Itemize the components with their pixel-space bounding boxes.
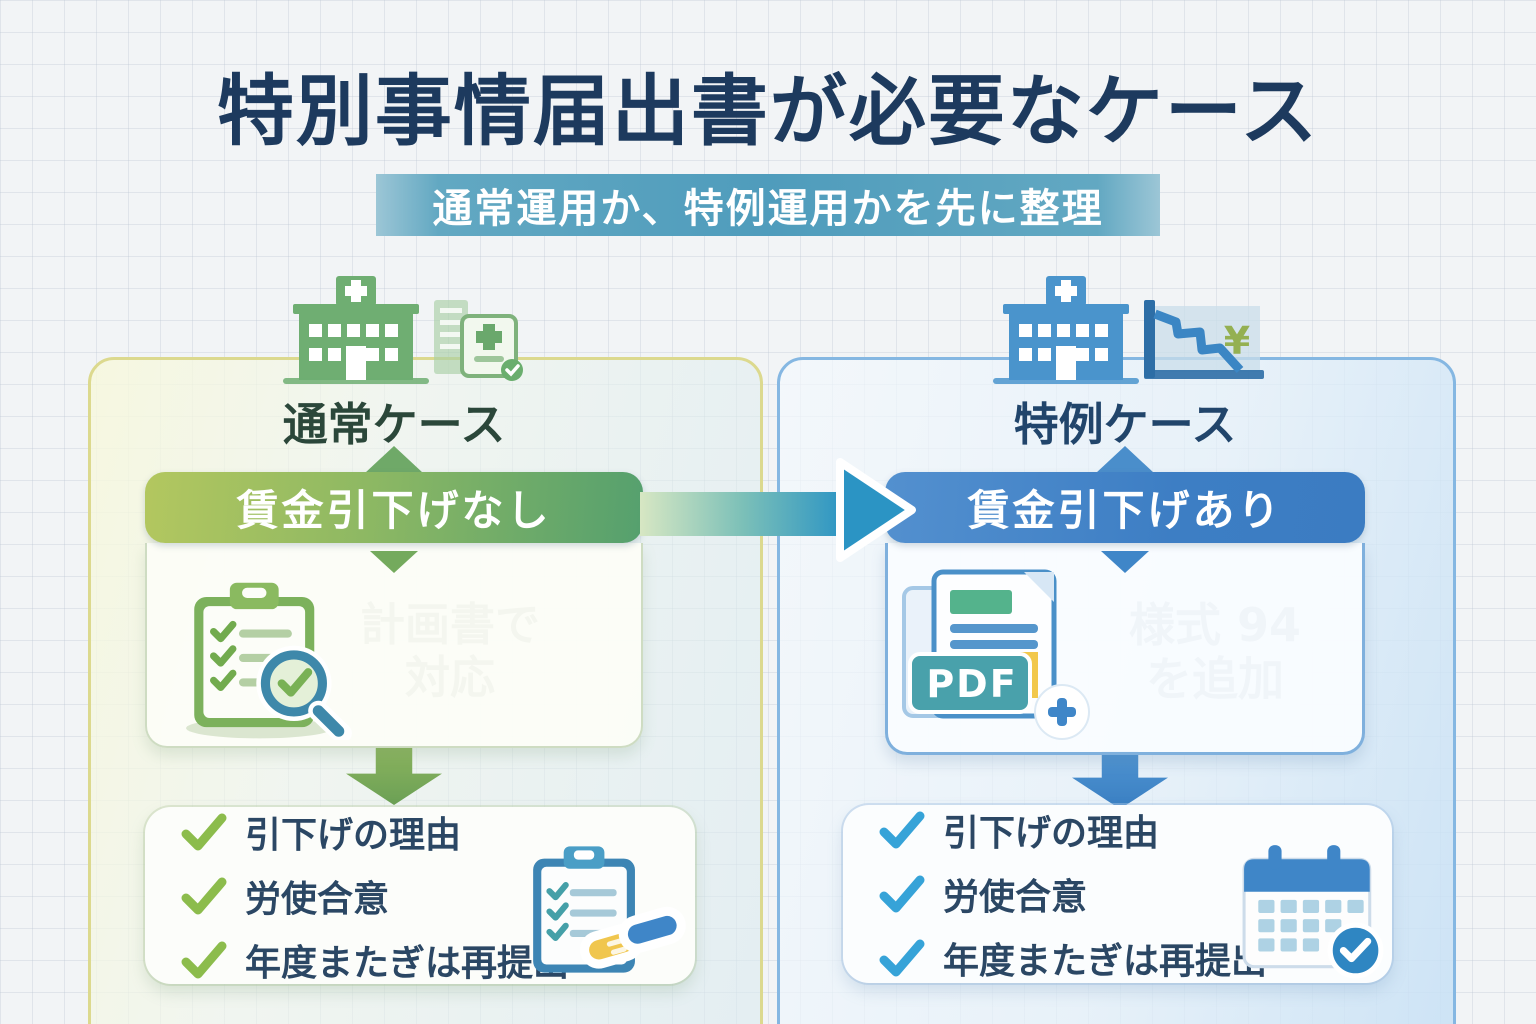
checklist-row: 引下げの理由 [879,804,1392,856]
no-wage-cut-banner: 賃金引下げなし [145,472,643,543]
special-case-title: 特例ケース [1013,398,1237,451]
hospital-icon-green [283,276,429,384]
check-icon-blue [879,939,925,977]
check-icon-blue [879,811,925,849]
checklist-item-label: 年度またぎは再提出 [943,941,1268,982]
checklist-row: 労使合意 [879,868,1392,920]
checklist-item-label: 年度またぎは再提出 [245,942,570,984]
declining-wage-chart-icon: ¥ [1144,300,1264,379]
clipboard-handshake-icon [533,846,686,973]
normal-case-title: 通常ケース [282,398,506,451]
checklist-row: 引下げの理由 [181,806,695,858]
checklist-item-label: 引下げの理由 [245,814,462,856]
medical-record-icon [434,300,523,381]
checklist-row: 年度またぎは再提出 [879,932,1392,984]
checklist-row: 労使合意 [181,870,695,922]
subtitle-banner: 通常運用か、特例運用かを先に整理 [376,174,1160,236]
checklist-item-label: 引下げの理由 [943,813,1160,854]
pdf-badge-label: PDF [926,662,1018,706]
calendar-check-icon [1242,845,1384,979]
pdf-document-icon [902,569,1090,740]
page-title: 特別事情届出書が必要なケース [216,68,1320,157]
checklist-item-label: 労使合意 [245,878,390,920]
connector-down-arrow-left [370,551,418,573]
connector-down-arrow-right [1101,551,1149,573]
connector-up-arrow-left [365,446,423,473]
checklist-item-label: 労使合意 [943,877,1088,918]
connector-up-arrow-right [1096,446,1154,473]
check-icon-green [181,877,227,914]
check-icon-green [181,813,227,850]
yen-symbol: ¥ [1224,319,1250,363]
checklist-row: 年度またぎは再提出 [181,934,695,986]
wage-cut-banner: 賃金引下げあり [885,472,1365,543]
clipboard-magnifier-icon [186,582,352,740]
check-icon-green [181,941,227,978]
hospital-icon-blue [993,276,1139,384]
flow-right-arrow [640,458,916,562]
check-icon-blue [879,875,925,913]
